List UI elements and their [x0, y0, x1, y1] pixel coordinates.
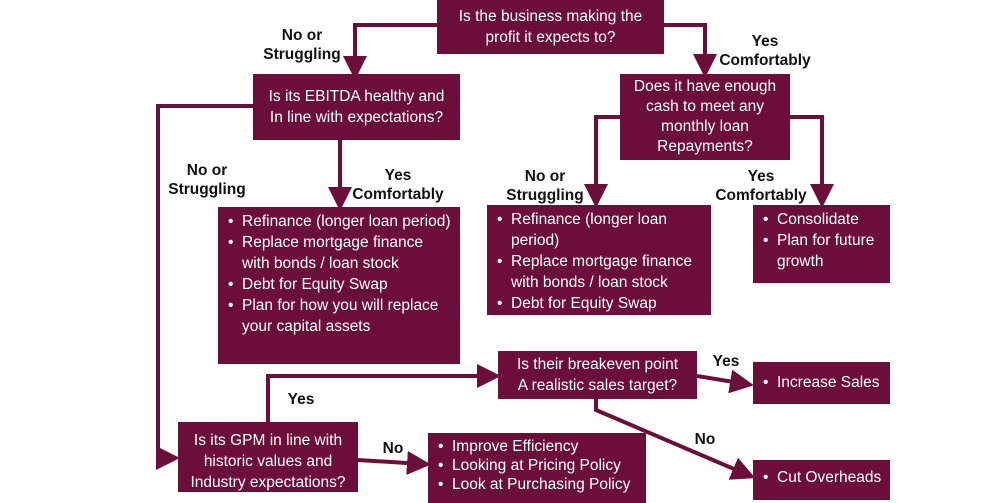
question-ebitda: Is its EBITDA healthy and In line with e…	[253, 74, 460, 140]
outcome-breakeven-no: Cut Overheads	[753, 460, 890, 500]
label-text: No or	[186, 162, 228, 179]
outcome-ebitda-yes: Refinance (longer loan period) Replace m…	[218, 207, 460, 364]
label-text: Yes	[384, 167, 412, 184]
outcome-breakeven-yes: Increase Sales	[753, 362, 890, 404]
question-cash-line-1: Does it have enough	[633, 78, 777, 95]
label-text: Struggling	[263, 46, 341, 63]
label-text: Comfortably	[352, 186, 444, 203]
label-text: Yes	[747, 168, 775, 185]
question-gpm-line-2: historic values and	[203, 453, 333, 470]
label-gpm-no: No	[380, 439, 406, 458]
question-cash-line-4: Repayments?	[657, 138, 753, 155]
outcome-item: Look at Purchasing Policy	[436, 475, 638, 494]
arrow-breakeven-yes	[696, 369, 754, 394]
question-ebitda-line-2: In line with expectations?	[269, 109, 444, 126]
label-ebitda-no: No or Struggling	[162, 161, 252, 199]
outcome-item: Refinance (longer loan period)	[495, 209, 703, 251]
label-breakeven-yes: Yes	[709, 352, 743, 371]
arrow-profit-yes	[664, 23, 717, 78]
question-profit-line-2: profit it expects to?	[485, 29, 616, 46]
outcome-item: Refinance (longer loan period)	[226, 211, 452, 232]
question-ebitda-line-1: Is its EBITDA healthy and	[268, 88, 445, 105]
label-cash-yes: Yes Comfortably	[708, 167, 814, 205]
label-breakeven-no: No	[692, 430, 718, 449]
outcome-cash-yes: Consolidate Plan for future growth	[753, 205, 890, 283]
label-text: No or	[524, 168, 566, 185]
question-gpm-line-1: Is its GPM in line with	[193, 432, 343, 449]
label-text: Yes	[287, 391, 315, 408]
question-gpm: Is its GPM in line with historic values …	[178, 422, 358, 492]
outcome-item: Looking at Pricing Policy	[436, 456, 638, 475]
outcome-item: Cut Overheads	[761, 467, 882, 488]
arrow-breakeven-no	[594, 398, 756, 480]
outcome-item: Consolidate	[761, 209, 882, 230]
question-breakeven-line-2: A realistic sales target?	[517, 377, 678, 394]
label-profit-no: No or Struggling	[257, 26, 347, 64]
label-text: No	[382, 440, 404, 457]
label-text: Yes	[712, 353, 740, 370]
question-profit: Is the business making the profit it exp…	[437, 0, 664, 54]
outcome-item: Replace mortgage finance with bonds / lo…	[226, 232, 452, 274]
arrow-profit-no	[343, 23, 437, 80]
question-cash-line-3: monthly loan	[661, 118, 749, 135]
label-gpm-yes: Yes	[284, 390, 318, 409]
label-text: Struggling	[168, 181, 246, 198]
arrow-cash-yes	[790, 115, 834, 208]
outcome-gpm-no: Improve Efficiency Looking at Pricing Po…	[428, 433, 646, 503]
label-text: Struggling	[506, 187, 584, 204]
arrow-ebitda-no	[156, 104, 255, 470]
question-profit-line-1: Is the business making the	[458, 8, 643, 25]
outcome-cash-no: Refinance (longer loan period) Replace m…	[487, 205, 711, 315]
label-text: No	[694, 431, 716, 448]
outcome-item: Increase Sales	[761, 372, 882, 393]
flow-arrows	[156, 23, 834, 480]
label-ebitda-yes: Yes Comfortably	[346, 166, 450, 204]
label-text: Comfortably	[715, 187, 807, 204]
question-cash: Does it have enough cash to meet any mon…	[620, 74, 790, 160]
arrow-cash-no	[584, 115, 620, 208]
outcome-item: Improve Efficiency	[436, 437, 638, 456]
outcome-item: Replace mortgage finance with bonds / lo…	[495, 251, 703, 293]
outcome-item: Plan for future growth	[761, 230, 882, 272]
label-text: Comfortably	[719, 52, 811, 69]
label-cash-no: No or Struggling	[500, 167, 590, 205]
outcome-item: Debt for Equity Swap	[495, 293, 703, 314]
label-text: No or	[281, 27, 323, 44]
outcome-item: Plan for how you will replace your capit…	[226, 295, 452, 337]
question-cash-line-2: cash to meet any	[645, 98, 765, 115]
label-profit-yes: Yes Comfortably	[712, 32, 818, 70]
arrow-gpm-yes	[266, 364, 501, 422]
question-breakeven: Is their breakeven point A realistic sal…	[498, 351, 697, 399]
label-text: Yes	[751, 33, 779, 50]
question-breakeven-line-1: Is their breakeven point	[516, 356, 679, 373]
arrow-gpm-no	[357, 451, 431, 475]
outcome-item: Debt for Equity Swap	[226, 274, 452, 295]
